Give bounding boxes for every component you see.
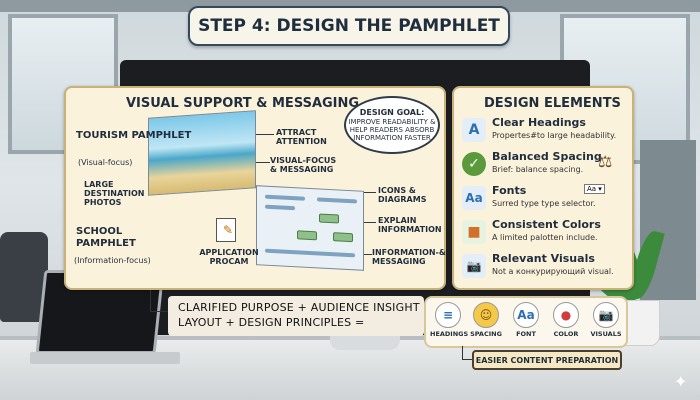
large-destination-photos-label: LARGE DESTINATION PHOTOS	[84, 180, 145, 208]
font-icon: Aa	[462, 186, 486, 210]
visual-support-heading: VISUAL SUPPORT & MESSAGING	[126, 96, 360, 111]
mini-element-label: VISUALS	[590, 330, 622, 338]
design-element-sub: Brief: balance spacing.	[492, 165, 584, 174]
design-elements-heading: DESIGN ELEMENTS	[484, 96, 621, 111]
mini-element-label: SPACING	[470, 330, 502, 338]
design-elements-summary: ≡ HEADINGS ☺ SPACING Aa FONT ● COLOR 📷 V…	[424, 296, 628, 348]
application-document-icon	[216, 218, 236, 242]
design-element-sub: Propertes#to large headability.	[492, 131, 617, 140]
design-element-balanced-spacing: ✓ Balanced Spacing Brief: balance spacin…	[462, 150, 632, 184]
formula-background	[168, 296, 424, 336]
pointer-line	[256, 134, 274, 135]
formula-text: CLARIFIED PURPOSE + AUDIENCE INSIGHT + L…	[178, 300, 433, 331]
brochure-text-line	[265, 248, 355, 258]
brochure-text-line	[317, 197, 357, 204]
design-element-visuals: 📷 Relevant Visuals Not a конкурирующий v…	[462, 252, 632, 286]
page-title: STEP 4: DESIGN THE PAMPHLET	[188, 6, 510, 46]
attract-attention-label: ATTRACT ATTENTION	[276, 128, 327, 147]
information-messaging-label: INFORMATION-& MESSAGING	[372, 248, 446, 267]
mini-element-spacing: ☺ SPACING	[468, 302, 504, 338]
mini-element-label: HEADINGS	[430, 330, 469, 338]
design-element-sub: A limited palotten include.	[492, 233, 598, 242]
connector-line	[462, 359, 472, 360]
result-label: EASIER CONTENT PREPARATION	[472, 350, 622, 370]
color-palette-icon: ■	[462, 220, 486, 244]
design-element-title: Consistent Colors	[492, 218, 601, 231]
school-pamphlet-sub: (Information-focus)	[74, 256, 151, 265]
design-element-sub: Surred type type selector.	[492, 199, 596, 208]
icons-diagrams-label: ICONS & DIAGRAMS	[378, 186, 427, 205]
mini-element-color: ● COLOR	[548, 302, 584, 338]
font-icon: Aa	[513, 302, 539, 328]
mini-element-label: COLOR	[553, 330, 579, 338]
camera-icon: 📷	[462, 254, 486, 278]
design-goal-text: IMPROVE READABILITY & HELP READERS ABSOR…	[348, 117, 436, 143]
pointer-line	[364, 222, 376, 223]
design-goal-bubble: DESIGN GOAL: IMPROVE READABILITY & HELP …	[344, 96, 440, 154]
design-element-title: Balanced Spacing	[492, 150, 602, 163]
mini-element-headings: ≡ HEADINGS	[430, 302, 469, 338]
checkmark-icon: ✓	[462, 152, 486, 176]
visual-focus-label: VISUAL-FOCUS & MESSAGING	[270, 156, 337, 175]
formula-line-1: CLARIFIED PURPOSE + AUDIENCE INSIGHT +	[178, 301, 433, 314]
school-brochure-image	[256, 185, 364, 271]
tourism-pamphlet-title: TOURISM PAMPHLET	[76, 130, 192, 141]
color-wheel-icon: ●	[553, 302, 579, 328]
camera-icon: 📷	[593, 302, 619, 328]
design-elements-panel: DESIGN ELEMENTS A Clear Headings Propert…	[452, 86, 634, 290]
diagram-box	[319, 213, 339, 224]
font-selector-chip: Aa ▾	[584, 184, 605, 194]
mini-element-visuals: 📷 VISUALS	[588, 302, 624, 338]
pointer-line	[364, 192, 376, 193]
connector-line	[150, 311, 172, 312]
design-element-title: Fonts	[492, 184, 527, 197]
pointer-line	[364, 254, 372, 255]
diagram-box	[333, 232, 353, 243]
diagram-box	[297, 230, 317, 241]
heading-icon: A	[462, 118, 486, 142]
smiley-icon: ☺	[473, 302, 499, 328]
connector-line	[150, 290, 151, 312]
explain-information-label: EXPLAIN INFORMATION	[378, 216, 442, 235]
formula-line-2: LAYOUT + DESIGN PRINCIPLES =	[178, 316, 365, 330]
tourism-pamphlet-sub: (Visual-focus)	[78, 158, 133, 167]
application-label: APPLICATION PROCAM	[199, 248, 259, 267]
tourism-brochure-image	[148, 110, 256, 196]
design-element-colors: ■ Consistent Colors A limited palotten i…	[462, 218, 632, 252]
design-element-title: Relevant Visuals	[492, 252, 595, 265]
connector-line	[462, 346, 463, 360]
scale-icon: ⚖	[598, 152, 613, 171]
design-element-clear-headings: A Clear Headings Propertes#to large head…	[462, 116, 632, 150]
design-element-sub: Not a конкурирующий visual.	[492, 267, 614, 276]
design-element-fonts: Aa Fonts Surred type type selector. Aa ▾	[462, 184, 632, 218]
brochure-text-line	[265, 204, 295, 211]
mini-element-font: Aa FONT	[508, 302, 544, 338]
laptop-base	[30, 352, 180, 364]
headings-icon: ≡	[435, 302, 461, 328]
design-element-title: Clear Headings	[492, 116, 586, 129]
school-pamphlet-title: SCHOOL PAMPHLET	[76, 226, 136, 249]
visual-support-panel: VISUAL SUPPORT & MESSAGING DESIGN GOAL: …	[64, 86, 446, 290]
pointer-line	[256, 162, 270, 163]
mini-element-label: FONT	[516, 330, 536, 338]
brochure-text-line	[265, 194, 305, 201]
design-goal-title: DESIGN GOAL:	[359, 108, 425, 117]
sparkle-icon: ✦	[674, 372, 688, 391]
